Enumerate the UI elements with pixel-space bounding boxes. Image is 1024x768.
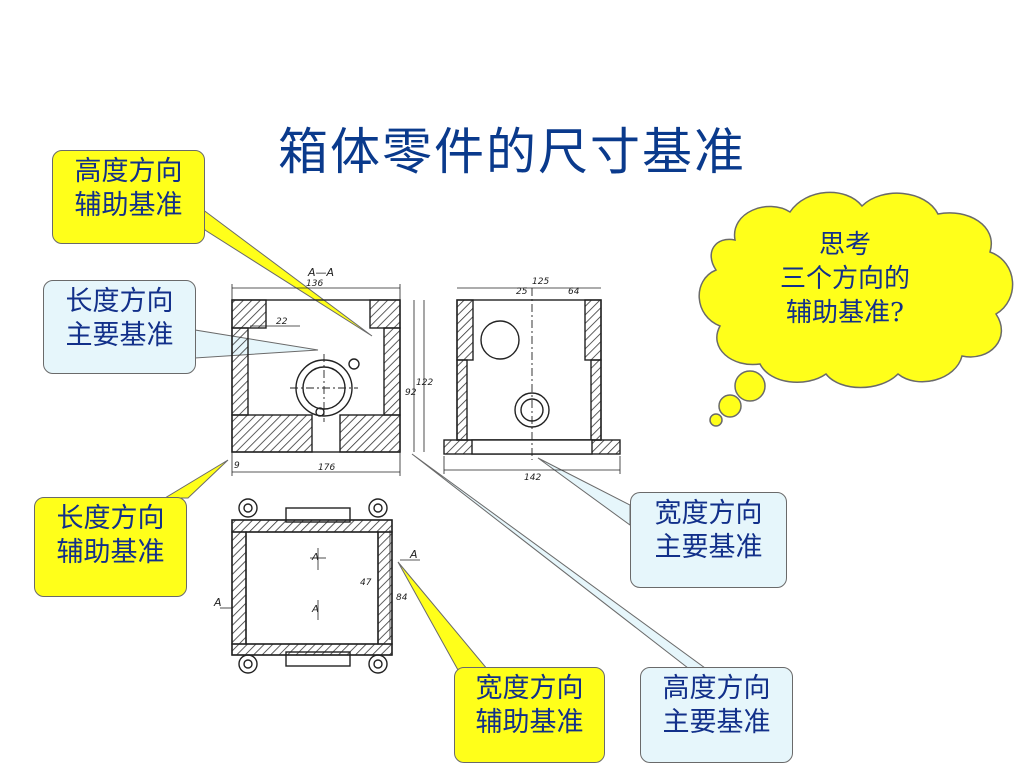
callout-line: 主要基准 bbox=[654, 532, 763, 563]
dim-142: 142 bbox=[524, 473, 541, 483]
callout-width-aux: 宽度方向 辅助基准 bbox=[454, 667, 605, 763]
callout-height-main: 高度方向 主要基准 bbox=[640, 667, 793, 763]
dim-9: 9 bbox=[234, 461, 240, 471]
callout-line: 辅助基准 bbox=[475, 707, 584, 738]
callout-height-aux: 高度方向 辅助基准 bbox=[52, 150, 205, 244]
dim-136: 136 bbox=[306, 279, 323, 289]
dim-122: 122 bbox=[416, 378, 433, 388]
thought-line-2: 三个方向的 bbox=[779, 264, 910, 294]
dim-176: 176 bbox=[318, 463, 335, 473]
page-title: 箱体零件的尺寸基准 bbox=[278, 123, 746, 181]
thought-text: 思考 三个方向的 辅助基准? bbox=[740, 228, 950, 330]
thought-cloud bbox=[698, 191, 1014, 427]
dim-64: 64 bbox=[568, 287, 580, 297]
callout-line: 辅助基准 bbox=[74, 190, 183, 221]
dim-92: 92 bbox=[405, 388, 417, 398]
callout-line: 主要基准 bbox=[65, 320, 174, 351]
mark-a-center: A bbox=[311, 552, 319, 563]
dim-25: 25 bbox=[516, 287, 528, 297]
callout-width-main: 宽度方向 主要基准 bbox=[630, 492, 787, 588]
pointer-height-aux bbox=[189, 199, 373, 337]
pointer-width-aux bbox=[397, 561, 490, 671]
dim-125: 125 bbox=[532, 277, 549, 287]
dim-47: 47 bbox=[360, 578, 372, 588]
section-label: A—A bbox=[307, 266, 334, 279]
callout-length-aux: 长度方向 辅助基准 bbox=[34, 497, 187, 597]
mark-a-lower: A bbox=[311, 604, 319, 615]
callout-line: 高度方向 bbox=[74, 156, 183, 187]
thought-line-3: 辅助基准? bbox=[786, 298, 904, 328]
pointer-width-main bbox=[537, 457, 631, 526]
top-view bbox=[220, 498, 420, 674]
callout-line: 长度方向 bbox=[65, 286, 174, 317]
callout-line: 主要基准 bbox=[662, 707, 771, 738]
pointer-length-aux bbox=[163, 459, 229, 499]
thought-line-1: 思考 bbox=[818, 230, 871, 260]
callout-line: 辅助基准 bbox=[56, 537, 165, 568]
callout-line: 宽度方向 bbox=[475, 673, 584, 704]
mark-a-right: A bbox=[409, 548, 418, 561]
front-section-view bbox=[231, 284, 425, 476]
side-view bbox=[443, 287, 621, 474]
callout-line: 宽度方向 bbox=[654, 498, 763, 529]
mark-a-left: A bbox=[213, 596, 222, 609]
callout-line: 高度方向 bbox=[662, 673, 771, 704]
callout-length-main: 长度方向 主要基准 bbox=[43, 280, 196, 374]
pointer-length-main bbox=[194, 329, 319, 359]
dim-22: 22 bbox=[276, 317, 288, 327]
callout-line: 长度方向 bbox=[56, 503, 165, 534]
dim-84: 84 bbox=[396, 593, 408, 603]
